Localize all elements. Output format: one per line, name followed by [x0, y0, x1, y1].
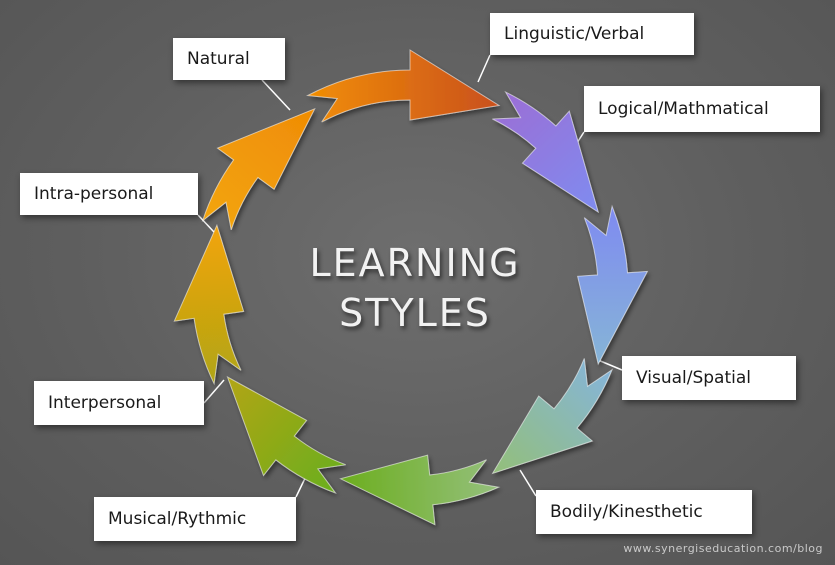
label-intra-personal: Intra-personal: [20, 173, 198, 215]
label-natural: Natural: [173, 38, 285, 80]
arrow-intra-personal: [201, 107, 316, 231]
center-title: LEARNING STYLES: [250, 238, 580, 338]
connector-linguistic-verbal: [477, 54, 491, 83]
arrow-interpersonal: [173, 223, 245, 386]
arrow-natural: [306, 49, 501, 123]
arrow-musical-rythmic: [226, 375, 346, 494]
connector-natural: [261, 79, 291, 111]
cycle-arrows: [173, 49, 649, 526]
label-bodily-kinesthetic: Bodily/Kinesthetic: [536, 490, 752, 534]
center-title-line1: LEARNING: [309, 241, 521, 285]
label-logical-mathematical: Logical/Mathmatical: [584, 86, 820, 132]
label-musical-rythmic: Musical/Rythmic: [94, 497, 296, 541]
connector-visual-spatial: [597, 359, 623, 371]
watermark: www.synergiseducation.com/blog: [623, 542, 823, 555]
arrow-visual-spatial: [491, 358, 614, 475]
connector-intra-personal: [197, 214, 215, 233]
center-title-line2: STYLES: [339, 291, 491, 336]
arrow-bodily-kinesthetic: [339, 454, 501, 526]
label-interpersonal: Interpersonal: [34, 381, 204, 425]
connector-interpersonal: [203, 379, 225, 404]
label-visual-spatial: Visual/Spatial: [622, 356, 796, 400]
label-linguistic-verbal: Linguistic/Verbal: [490, 13, 694, 55]
connector-bodily-kinesthetic: [519, 469, 537, 497]
arrow-logical-mathematical: [576, 204, 649, 366]
connector-lines: [197, 54, 623, 498]
arrow-linguistic-verbal: [492, 90, 600, 214]
